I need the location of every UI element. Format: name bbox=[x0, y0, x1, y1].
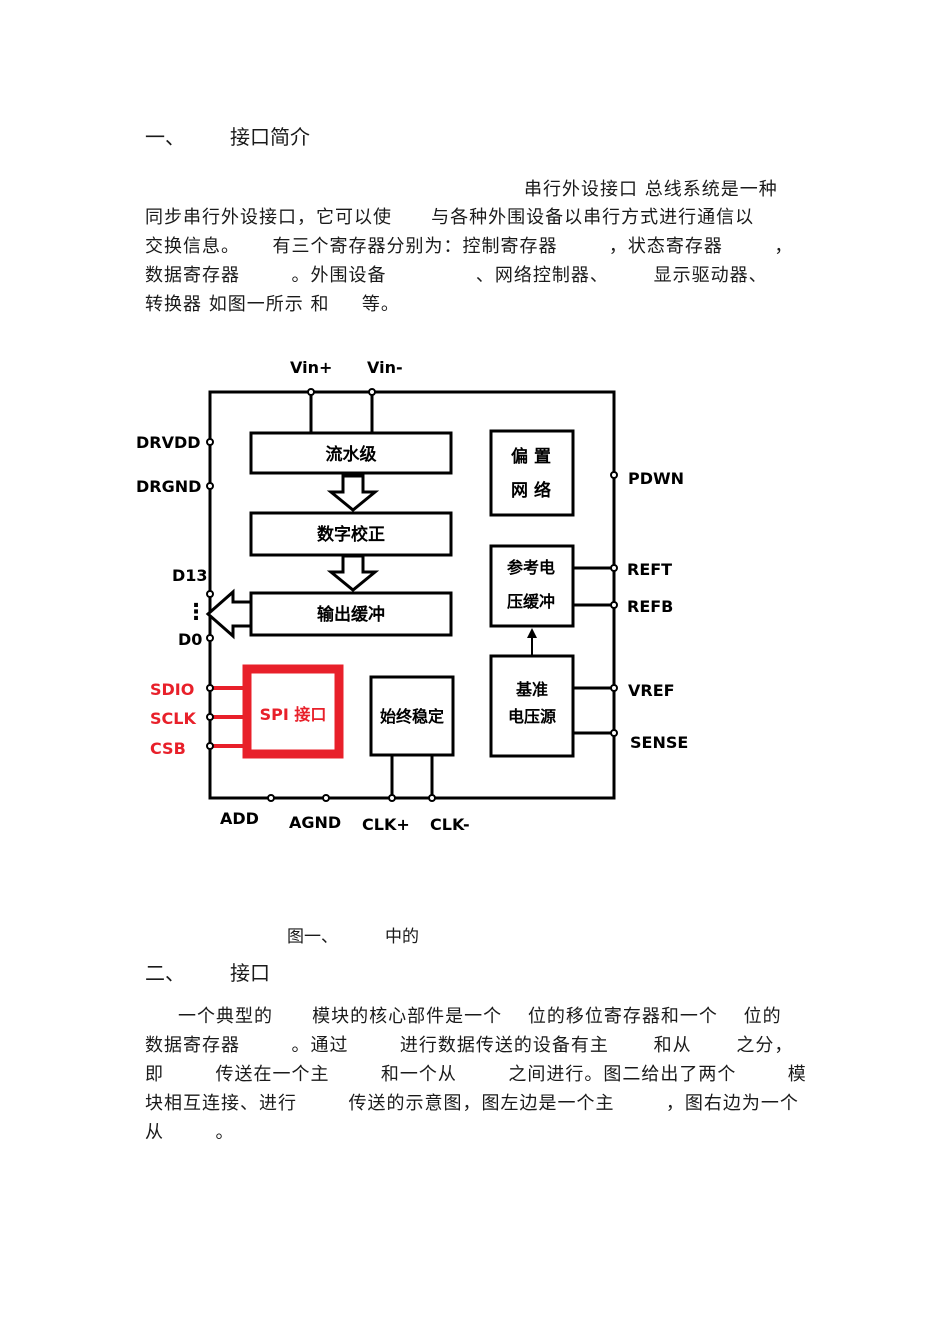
spi-interface-block bbox=[242, 664, 344, 759]
body2-line-4: 块相互连接、进行 传送的示意图，图左边是一个主 ，图右边为一个 bbox=[145, 1093, 799, 1114]
intro-line-2: 同步串行外设接口，它可以使 与各种外围设备以串行方式进行通信以 bbox=[145, 207, 755, 228]
section1-title: 接口简介 bbox=[230, 125, 310, 149]
bias-label-1: 偏 置 bbox=[511, 446, 551, 467]
intro-line-5: 转换器 如图一所示 和 等。 bbox=[145, 294, 400, 315]
bandgap-label-2: 电压源 bbox=[508, 707, 556, 726]
pin-clk-plus: CLK+ bbox=[362, 815, 410, 834]
bandgap-label-1: 基准 bbox=[515, 680, 548, 699]
pin-sense: SENSE bbox=[630, 733, 688, 752]
section2-title: 接口 bbox=[230, 961, 270, 985]
intro-line-3: 交换信息。 有三个寄存器分别为：控制寄存器 ，状态寄存器 ， bbox=[145, 236, 794, 257]
clock-label: 始终稳定 bbox=[380, 707, 444, 726]
pin-pdwn: PDWN bbox=[628, 469, 684, 488]
refbuffer-label-1: 参考电 bbox=[507, 558, 555, 577]
body2-line-2: 数据寄存器 。通过 进行数据传送的设备有主 和从 之分， bbox=[145, 1035, 794, 1056]
arrow-correction-to-buffer bbox=[326, 554, 380, 592]
clock-block bbox=[369, 675, 455, 757]
pipeline-block bbox=[249, 431, 453, 475]
pin-refb: REFB bbox=[627, 597, 673, 616]
adc-block-diagram: Vin+ Vin- DRVDD DRGND D13 ⋮ D0 ADD AGND … bbox=[136, 358, 688, 834]
pin-dots: ⋮ bbox=[185, 600, 207, 625]
arrow-buffer-to-output bbox=[205, 588, 253, 640]
arrow-pipeline-to-correction bbox=[326, 474, 380, 512]
bias-network-block bbox=[489, 429, 575, 517]
body2-line-1: 一个典型的 模块的核心部件是一个 位的移位寄存器和一个 位的 bbox=[178, 1006, 782, 1027]
pin-drgnd: DRGND bbox=[136, 477, 201, 496]
body2-line-3: 即 传送在一个主 和一个从 之间进行。图二给出了两个 模 bbox=[145, 1064, 807, 1085]
reference-buffer-block bbox=[489, 544, 575, 628]
pin-csb: CSB bbox=[150, 739, 186, 758]
figure-caption-left: 图一、 bbox=[287, 927, 338, 947]
spi-label: SPI 接口 bbox=[260, 705, 327, 724]
bias-label-2: 网 络 bbox=[511, 480, 551, 501]
pin-sclk: SCLK bbox=[150, 709, 196, 728]
section2-number: 二、 bbox=[145, 961, 185, 985]
pin-d13: D13 bbox=[172, 566, 208, 585]
pin-agnd: AGND bbox=[289, 813, 341, 832]
pin-d0: D0 bbox=[178, 630, 202, 649]
pin-vin-plus: Vin+ bbox=[290, 358, 332, 377]
figure-caption-right: 中的 bbox=[385, 927, 419, 947]
body2-line-5: 从 。 bbox=[145, 1122, 235, 1143]
pin-drvdd: DRVDD bbox=[136, 433, 201, 452]
refbuffer-label-2: 压缓冲 bbox=[507, 592, 555, 611]
intro-line-1: 串行外设接口 总线系统是一种 bbox=[524, 179, 778, 200]
pin-clk-minus: CLK- bbox=[430, 815, 470, 834]
pin-sdio: SDIO bbox=[150, 680, 194, 699]
pipeline-label: 流水级 bbox=[326, 444, 377, 465]
intro-line-4: 数据寄存器 。外围设备 、网络控制器、 显示驱动器、 bbox=[145, 265, 768, 286]
section1-number: 一、 bbox=[145, 125, 185, 149]
output-buffer-label: 输出缓冲 bbox=[317, 604, 385, 625]
digital-correction-label: 数字校正 bbox=[317, 524, 385, 545]
pin-vref: VREF bbox=[628, 681, 675, 700]
pin-reft: REFT bbox=[627, 560, 672, 579]
bandgap-block bbox=[489, 654, 575, 758]
pin-vin-minus: Vin- bbox=[367, 358, 403, 377]
pin-add: ADD bbox=[220, 809, 259, 828]
arrow-bandgap-to-refbuffer bbox=[527, 628, 537, 638]
